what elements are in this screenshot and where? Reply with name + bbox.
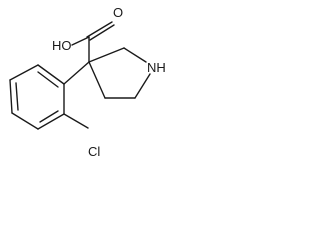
- atom-label-chlorine: Cl: [88, 144, 100, 159]
- bond-carboxyl-to-hydroxyl: [71, 36, 90, 46]
- pyrrolidine-ring: NH: [88, 47, 166, 99]
- aromatic-bond-2: [9, 64, 39, 81]
- carboxylic-acid-group: HO O: [52, 5, 123, 63]
- bond-phenyl-to-chlorine: [63, 113, 89, 129]
- aromatic-bond-4: [11, 112, 39, 130]
- aromatic-inner-double-2: [15, 82, 19, 111]
- atom-label-carbonyl-oxygen: O: [113, 5, 123, 20]
- chlorophenyl-ring: Cl: [9, 61, 100, 159]
- bond-quaternary-carbon-to-phenyl: [63, 61, 90, 85]
- ring-bond-c2-n1: [123, 47, 147, 63]
- ring-bond-n1-c5: [134, 73, 151, 99]
- aromatic-bond-1: [37, 64, 65, 85]
- bond-carbonyl-double-2: [89, 24, 115, 41]
- atom-label-hydroxyl: HO: [52, 38, 72, 53]
- aromatic-inner-double-3: [39, 110, 59, 123]
- aromatic-bond-5: [37, 113, 65, 130]
- ring-bond-c4-c3: [88, 61, 106, 99]
- ring-bond-c3-c2: [88, 47, 125, 63]
- bond-carbonyl-double-1: [86, 21, 113, 38]
- aromatic-bond-3: [9, 79, 13, 114]
- aromatic-inner-double-1: [37, 71, 59, 88]
- atom-label-amine: NH: [147, 60, 166, 75]
- chemical-structure: HO O NH Cl: [9, 5, 166, 159]
